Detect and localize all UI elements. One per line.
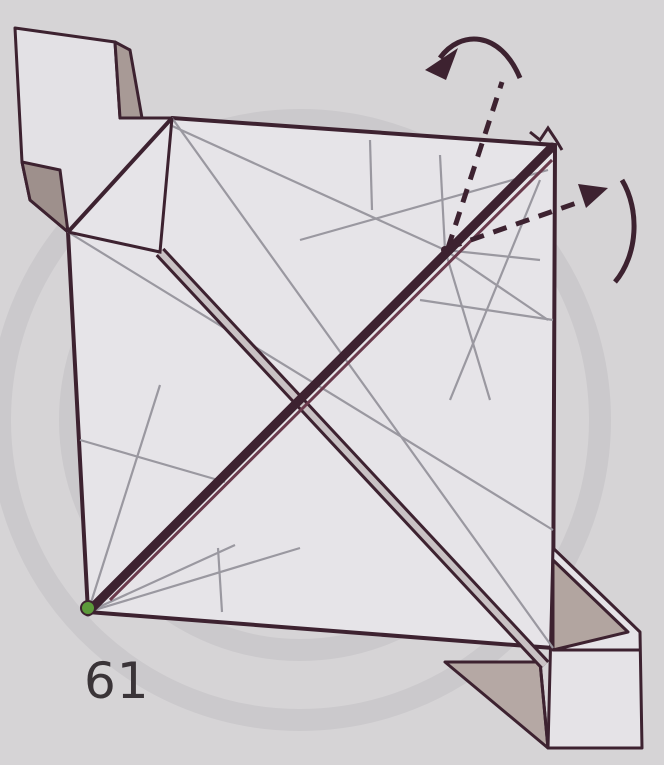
strip-colored-bottom [445, 662, 548, 748]
arrow-right-curve [615, 180, 634, 282]
step-number: 61 [84, 652, 150, 710]
flap-colored-edge-top [115, 42, 142, 118]
reference-point-marker [81, 601, 95, 615]
arrow-right-head [578, 184, 608, 208]
flap-colored-edge-left [22, 162, 68, 232]
